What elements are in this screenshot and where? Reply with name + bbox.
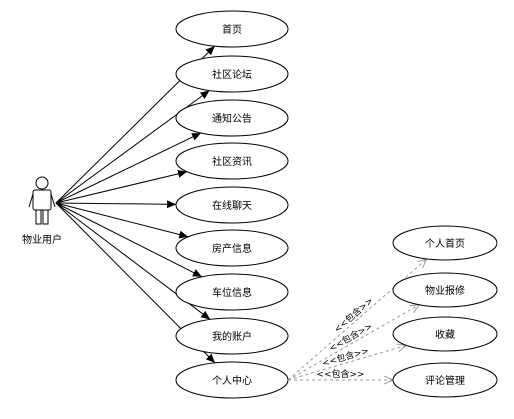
association-arrow-notice: [55, 132, 202, 204]
use-case-label: 我的账户: [212, 330, 252, 343]
use-case-ellipse: [175, 317, 289, 355]
use-case-ellipse: [175, 229, 289, 267]
use-case-label: 社区论坛: [212, 68, 252, 81]
use-case-ellipse: [392, 272, 498, 308]
use-case-label: 个人首页: [425, 237, 465, 250]
use-case-ellipse: [175, 142, 289, 180]
use-case-label: 个人中心: [212, 374, 252, 387]
use-case-label: 收藏: [435, 328, 455, 341]
include-arrow-repair: [287, 305, 419, 381]
included-use-case-comments: 评论管理: [392, 362, 498, 398]
use-case-ellipse: [392, 362, 498, 398]
use-case-forum: 社区论坛: [175, 55, 289, 93]
include-lines: <<包含>><<包含>><<包含>><<包含>>: [287, 259, 427, 381]
use-case-parking: 车位信息: [175, 273, 289, 311]
use-case-ellipse: [175, 10, 289, 48]
use-case-label: 通知公告: [212, 112, 252, 125]
use-case-center: 个人中心: [175, 361, 289, 399]
use-case-account: 我的账户: [175, 317, 289, 355]
actor: 物业用户: [22, 176, 62, 246]
included-use-case-profile: 个人首页: [392, 225, 498, 261]
use-case-label: 在线聊天: [212, 199, 252, 212]
use-case-notice: 通知公告: [175, 99, 289, 137]
use-case-news: 社区资讯: [175, 142, 289, 180]
use-case-label: 首页: [222, 23, 242, 36]
use-case-ellipse: [175, 99, 289, 137]
association-arrow-parking: [55, 202, 203, 278]
included-use-case-repair: 物业报修: [392, 272, 498, 308]
person-icon: [28, 176, 56, 225]
use-case-label: 车位信息: [212, 286, 252, 299]
use-case-label: 社区资讯: [212, 155, 252, 168]
use-case-house: 房产信息: [175, 229, 289, 267]
use-case-label: 物业报修: [425, 284, 465, 297]
actor-label: 物业用户: [22, 233, 62, 246]
use-case-home: 首页: [175, 10, 289, 48]
use-case-ellipse: [175, 55, 289, 93]
use-case-ellipse: [175, 273, 289, 311]
use-case-ellipse: [392, 316, 498, 352]
include-arrow-profile: [287, 259, 427, 381]
include-arrow-favorites: [287, 345, 406, 381]
association-arrow-chat: [55, 200, 177, 209]
association-arrow-news: [55, 169, 188, 204]
use-case-chat: 在线聊天: [175, 186, 289, 224]
use-case-ellipse: [175, 186, 289, 224]
association-arrow-house: [55, 202, 189, 239]
use-case-label: 评论管理: [425, 374, 465, 387]
included-use-case-favorites: 收藏: [392, 316, 498, 352]
use-case-ellipse: [392, 225, 498, 261]
use-case-label: 房产信息: [212, 242, 252, 255]
include-label: <<包含>>: [316, 368, 364, 380]
